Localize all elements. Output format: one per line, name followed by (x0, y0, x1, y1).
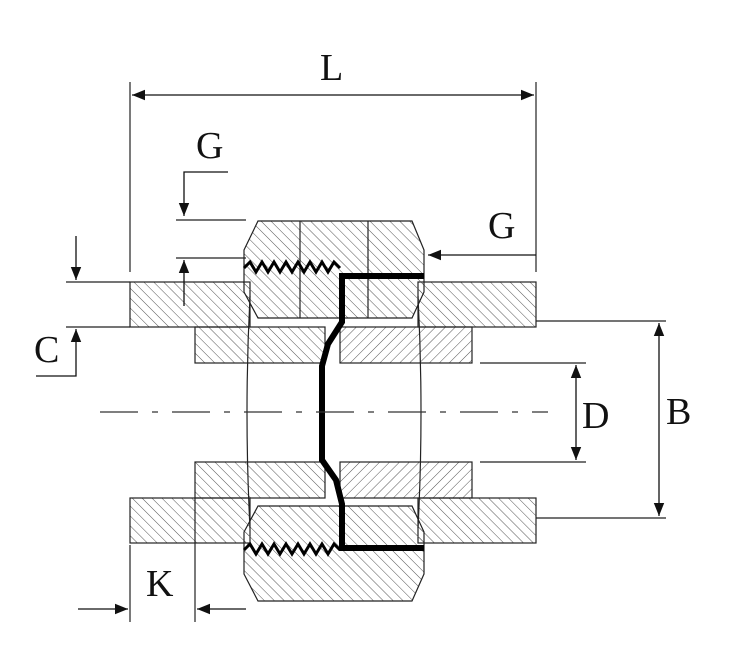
union-nut-bottom (243, 505, 425, 602)
label-G-right: G (488, 205, 515, 247)
union-nut-top (243, 220, 425, 319)
right-pipe-bottom-wall (417, 497, 537, 544)
dim-arrow-C-bottom (36, 329, 82, 377)
right-tail-top (339, 326, 473, 364)
label-C: C (34, 329, 59, 371)
seal-line (319, 273, 424, 551)
label-G-top: G (196, 125, 223, 167)
label-B: B (666, 391, 691, 433)
left-tail-bottom (194, 461, 326, 499)
label-D: D (582, 395, 609, 437)
label-L: L (320, 47, 343, 89)
leader-G-top (178, 171, 228, 216)
left-tail-top (194, 326, 326, 364)
thread-bottom (242, 541, 342, 557)
right-pipe-top-wall (417, 281, 537, 328)
thread-top (242, 259, 342, 275)
left-pipe-top-wall (129, 281, 251, 328)
label-K: K (146, 563, 174, 605)
left-pipe-bottom-wall (129, 497, 251, 544)
right-tail-bottom (339, 461, 473, 499)
